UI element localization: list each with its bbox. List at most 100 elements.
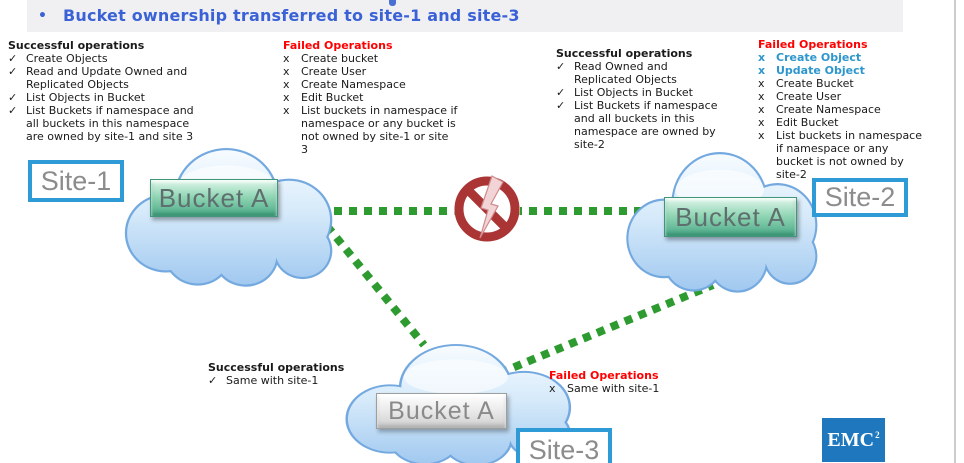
operation-item: x Create Namespace [758,103,958,116]
bucket-label: Bucket A [158,182,270,213]
site-name: Site-3 [528,434,600,463]
operation-text: List buckets in namespace if namespace o… [776,129,923,181]
ops-header: Failed Operations [758,38,868,51]
fail-x-icon: x [283,65,290,78]
site2-label: Site-2 [812,178,908,217]
ops-list: x Same with site-1 [549,382,739,395]
ops-list: ✓ Same with site-1 [208,374,398,387]
right-divider-line [954,0,956,463]
operation-item: x Update Object [758,64,958,77]
ops-header: Failed Operations [549,369,659,382]
site-name: Site-2 [824,182,896,212]
ops-header: Failed Operations [283,39,393,52]
cropped-text-fragment [389,0,396,6]
operation-text: Create Namespace [301,78,406,91]
operation-text: Edit Bucket [301,91,364,104]
operation-item: x List buckets in namespace if namespace … [283,104,483,156]
site2-successful-operations: Successful operations ✓ Read Owned and Re… [556,47,756,151]
operation-text: Read Owned and Replicated Objects [574,60,677,86]
operation-item: ✓ List Objects in Bucket [8,91,218,104]
site-name: Site-1 [40,165,112,196]
operation-item: ✓ List Objects in Bucket [556,86,756,99]
check-icon: ✓ [8,52,18,65]
ops-header: Successful operations [8,39,145,52]
fail-x-icon: x [549,382,556,395]
operation-item: ✓ Create Objects [8,52,218,65]
operation-item: ✓ List Buckets if namespace and all bucke… [8,104,218,143]
operation-text: List Objects in Bucket [26,91,145,104]
operation-item: x Create Namespace [283,78,483,91]
check-icon: ✓ [8,104,18,117]
fail-x-icon: x [283,91,290,104]
operation-item: ✓ Same with site-1 [208,374,398,387]
fail-x-icon: x [283,78,290,91]
bullet-icon: • [38,8,47,24]
operation-item: x List buckets in namespace if namespace … [758,129,958,181]
check-icon: ✓ [208,374,218,387]
emc-logo-superscript: 2 [875,430,880,440]
operation-text: Create Namespace [776,103,881,116]
bucket-label: Bucket A [388,396,495,425]
site1-cloud [124,148,333,287]
operation-text: Create Object [776,51,862,64]
operation-text: Create Bucket [776,77,854,90]
fail-x-icon: x [758,116,765,129]
prohibition-circle [454,176,520,242]
site3-failed-operations: Failed Operations x Same with site-1 [549,369,739,395]
site3-bucket-a: Bucket A [376,393,507,429]
site1-label: Site-1 [28,160,124,202]
bucket-label: Bucket A [675,201,786,232]
check-icon: ✓ [8,91,18,104]
check-icon: ✓ [556,60,566,73]
ops-list: ✓ Read Owned and Replicated Objects ✓ List … [556,60,756,151]
site1-successful-operations: Successful operations ✓ Create Objects ✓ Re… [8,39,218,143]
operation-text: List buckets in namespace if namespace o… [301,104,458,156]
operation-text: List Objects in Bucket [574,86,693,99]
fail-x-icon: x [758,77,765,90]
check-icon: ✓ [556,86,566,99]
check-icon: ✓ [556,99,566,112]
operation-item: ✓ Read Owned and Replicated Objects [556,60,756,86]
title-band [27,0,903,32]
operation-item: x Create Bucket [758,77,958,90]
ops-header: Successful operations [556,47,693,60]
site1-bucket-a: Bucket A [150,179,278,217]
fail-x-icon: x [283,104,290,117]
operation-text: Create Objects [26,52,108,65]
fail-x-icon: x [758,51,766,64]
fail-x-icon: x [758,90,765,103]
operation-item: x Create Object [758,51,958,64]
check-icon: ✓ [8,65,18,78]
site3-label: Site-3 [516,428,612,463]
operation-item: ✓ Read and Update Owned and Replicated Ob… [8,65,218,91]
operation-item: x Same with site-1 [549,382,739,395]
operation-text: Same with site-1 [567,382,660,395]
ops-list: ✓ Create Objects ✓ Read and Update Owned an… [8,52,218,143]
fail-x-icon: x [283,52,290,65]
operation-text: Update Object [776,64,865,77]
fail-x-icon: x [758,64,766,77]
site3-successful-operations: Successful operations ✓ Same with site-1 [208,361,398,387]
operation-text: Same with site-1 [226,374,319,387]
link-site1-site3 [323,223,428,348]
fail-x-icon: x [758,103,765,116]
fail-x-icon: x [758,129,765,142]
operation-text: Read and Update Owned and Replicated Obj… [26,65,188,91]
ops-header: Successful operations [208,361,345,374]
lightning-bolt-icon [479,175,504,239]
operation-item: x Edit Bucket [283,91,483,104]
operation-text: Create User [776,90,842,103]
emc-logo-text: EMC [827,428,875,451]
operation-item: x Create User [758,90,958,103]
site2-bucket-a: Bucket A [664,197,797,237]
operation-text: List Buckets if namespace and all bucket… [26,104,194,143]
